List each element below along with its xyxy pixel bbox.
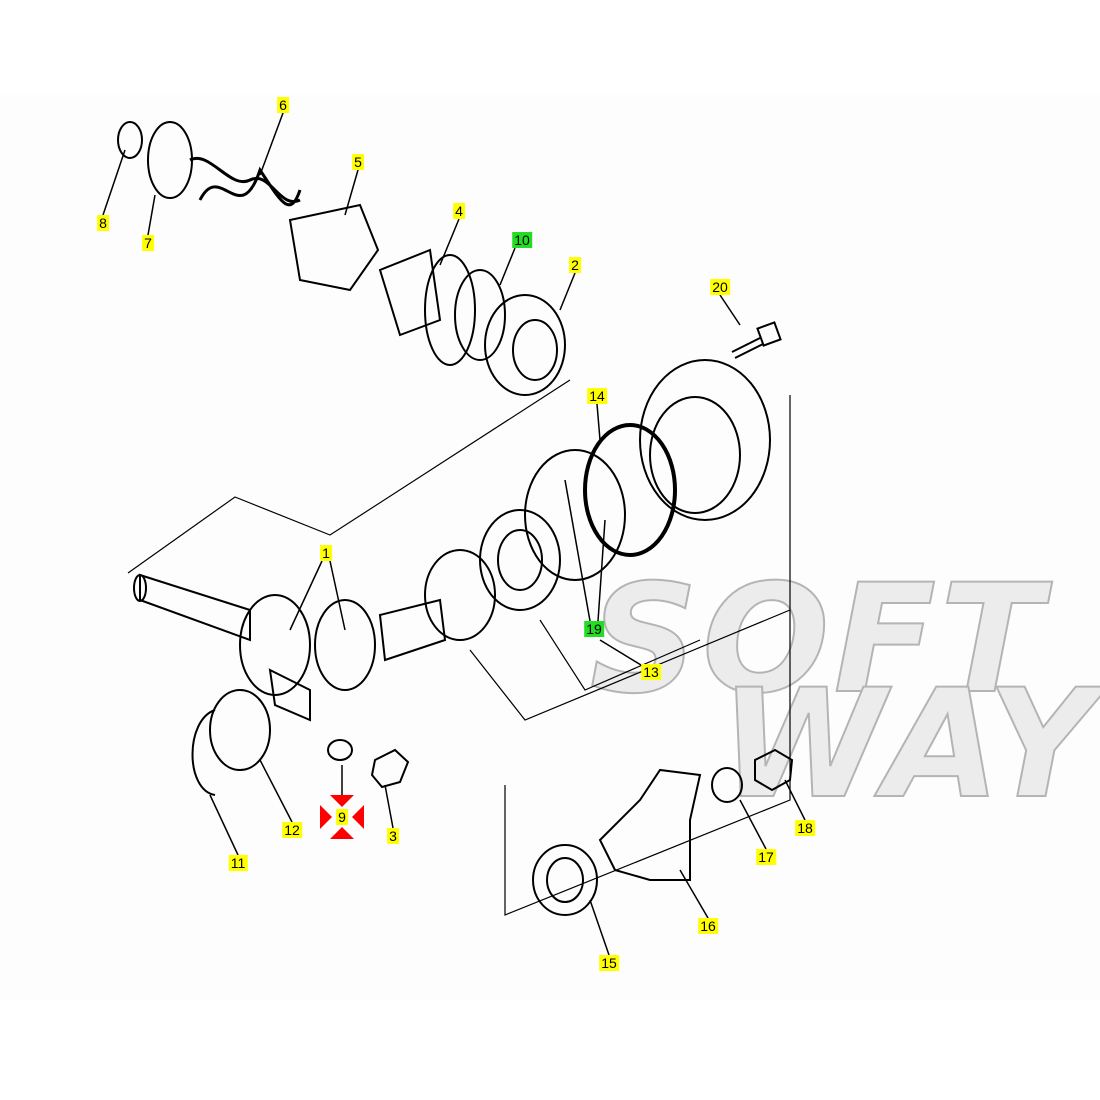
callout-14[interactable]: 14: [587, 388, 607, 404]
callout-20[interactable]: 20: [710, 279, 730, 295]
callout-9[interactable]: 9: [336, 809, 348, 825]
callout-2[interactable]: 2: [569, 257, 581, 273]
callout-16[interactable]: 16: [698, 918, 718, 934]
callout-10[interactable]: 10: [512, 232, 532, 248]
output-yoke-group: [532, 748, 794, 916]
callout-11[interactable]: 11: [228, 855, 248, 871]
callout-3[interactable]: 3: [387, 828, 399, 844]
callout-12[interactable]: 12: [282, 822, 302, 838]
watermark-way: WAY: [719, 658, 1100, 832]
callout-15[interactable]: 15: [599, 955, 619, 971]
assembly-outline: [127, 379, 791, 916]
flange-group: [424, 359, 771, 641]
callout-19[interactable]: 19: [584, 621, 604, 637]
bolt-20: [731, 321, 782, 359]
callout-7[interactable]: 7: [142, 235, 154, 251]
callout-5[interactable]: 5: [352, 154, 364, 170]
watermark-soft: SOFT: [589, 553, 1047, 727]
callout-8[interactable]: 8: [97, 215, 109, 231]
callout-6[interactable]: 6: [277, 97, 289, 113]
selected-part-marker: [320, 795, 364, 839]
callout-1[interactable]: 1: [320, 545, 332, 561]
callout-17[interactable]: 17: [756, 849, 776, 865]
leader-lines: [102, 112, 806, 956]
callout-18[interactable]: 18: [795, 820, 815, 836]
callout-4[interactable]: 4: [453, 203, 465, 219]
top-shaft-group: [117, 121, 566, 396]
main-shaft-group: [133, 573, 447, 796]
selection-arrows-icon: [320, 795, 364, 839]
callout-13[interactable]: 13: [641, 664, 661, 680]
